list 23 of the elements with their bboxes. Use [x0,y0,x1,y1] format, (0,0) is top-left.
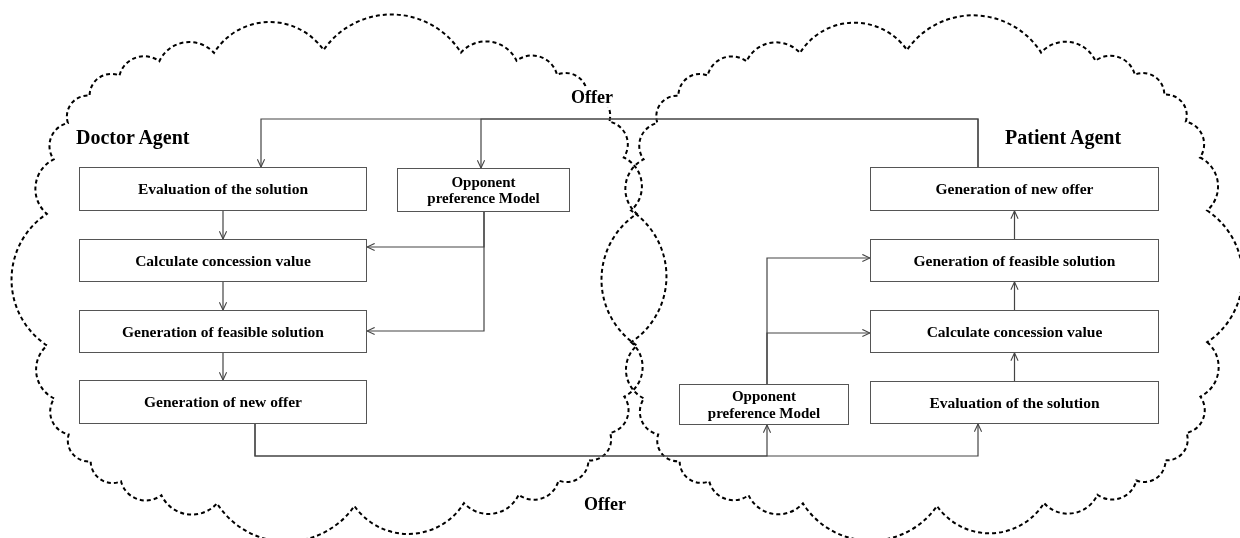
process-box: Generation of new offer [870,167,1159,211]
connector-arrow [218,210,228,240]
connector-arrow [1010,210,1019,240]
connector-arrow [218,352,228,381]
process-box: Generation of feasible solution [870,239,1159,282]
edge-label: Offer [568,86,616,108]
agent-heading: Patient Agent [1005,126,1122,149]
connector-arrow [254,423,772,457]
process-box: Evaluation of the solution [870,381,1159,424]
process-box: Generation of feasible solution [79,310,367,353]
connector-arrow [476,118,979,169]
process-box: Generation of new offer [79,380,367,424]
process-box: Opponent preference Model [397,168,570,212]
connector-arrow [366,211,485,336]
connector-arrow [1010,352,1019,382]
connector-arrow [766,253,871,385]
process-box: Calculate concession value [870,310,1159,353]
process-box: Evaluation of the solution [79,167,367,211]
connector-arrow [218,281,228,311]
process-box: Calculate concession value [79,239,367,282]
connector-arrow [1010,281,1019,311]
process-box: Opponent preference Model [679,384,849,425]
agent-heading: Doctor Agent [76,126,190,149]
